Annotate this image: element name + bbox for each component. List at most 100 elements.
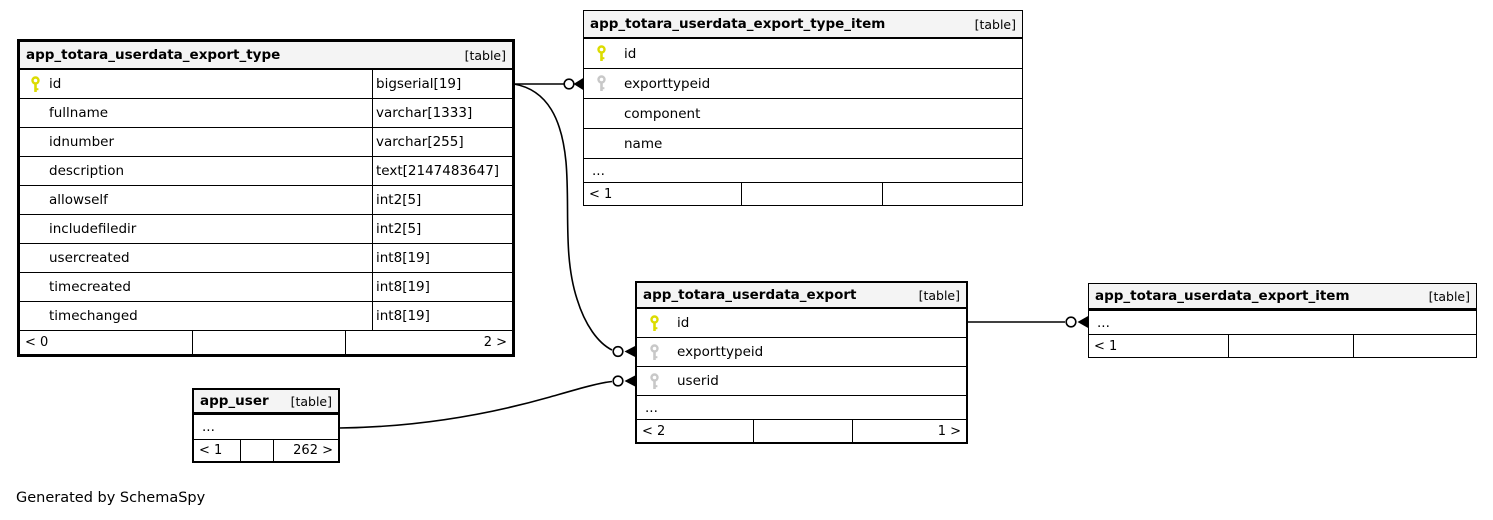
footer-middle-cell <box>1228 335 1353 357</box>
footer-children-count: 262 > <box>273 440 338 461</box>
no-key-spacer <box>596 135 607 152</box>
column-row: timechanged int8[19] <box>20 301 512 330</box>
column-type: text[2147483647] <box>372 157 512 185</box>
table-type-tag: [table] <box>918 287 960 303</box>
column-row: id bigserial[19] <box>20 70 512 98</box>
table-app-totara-userdata-export-type: app_totara_userdata_export_type [table] … <box>17 39 515 357</box>
column-name: component <box>624 105 701 122</box>
column-type: bigserial[19] <box>372 70 512 98</box>
footer-children-count: 1 > <box>852 420 966 442</box>
column-name: userid <box>677 373 719 389</box>
column-name: id <box>677 315 690 331</box>
table-title-link[interactable]: app_totara_userdata_export <box>643 287 857 303</box>
table-type-tag: [table] <box>290 393 332 409</box>
column-row: userid <box>637 366 966 395</box>
table-footer: < 1 <box>1089 334 1476 357</box>
table-title-link[interactable]: app_totara_userdata_export_type <box>26 47 281 63</box>
column-type: varchar[1333] <box>372 99 512 127</box>
footer-middle-cell <box>741 183 882 205</box>
footer-middle-cell <box>192 331 345 354</box>
column-row: exporttypeid <box>637 337 966 366</box>
column-row: id <box>637 309 966 337</box>
column-name: exporttypeid <box>624 75 711 92</box>
primary-key-icon <box>649 314 660 332</box>
table-header: app_totara_userdata_export_type [table] <box>20 42 512 70</box>
column-name: fullname <box>49 105 109 121</box>
table-type-tag: [table] <box>464 47 506 63</box>
column-name: name <box>624 135 663 152</box>
column-name: timechanged <box>49 308 138 324</box>
column-row: allowself int2[5] <box>20 185 512 214</box>
footer-parents-count: < 2 <box>642 423 666 439</box>
column-row: includefiledir int2[5] <box>20 214 512 243</box>
column-row: timecreated int8[19] <box>20 272 512 301</box>
table-header: app_totara_userdata_export [table] <box>637 283 966 309</box>
column-name: includefiledir <box>49 221 137 237</box>
foreign-key-icon <box>596 75 607 92</box>
table-app-totara-userdata-export-item: app_totara_userdata_export_item [table] … <box>1088 283 1477 358</box>
column-name: id <box>49 76 62 92</box>
relation-app-user-to-export <box>338 374 637 429</box>
more-columns-ellipsis: ... <box>637 395 966 419</box>
more-columns-ellipsis: ... <box>1089 310 1476 334</box>
column-name: description <box>49 163 125 179</box>
table-app-user: app_user [table] ... < 1 262 > <box>192 388 340 463</box>
column-name: usercreated <box>49 250 130 266</box>
column-row: idnumber varchar[255] <box>20 127 512 156</box>
table-title-link[interactable]: app_totara_userdata_export_item <box>1095 288 1350 304</box>
no-key-spacer <box>30 221 41 238</box>
footer-children-count <box>1353 335 1476 357</box>
table-app-totara-userdata-export-type-item: app_totara_userdata_export_type_item [ta… <box>583 10 1023 206</box>
table-app-totara-userdata-export: app_totara_userdata_export [table] id ex… <box>635 281 968 444</box>
column-type: int8[19] <box>372 302 512 330</box>
table-title-link[interactable]: app_totara_userdata_export_type_item <box>590 16 886 32</box>
footer-children-count <box>882 183 1022 205</box>
footer-parents-count: < 1 <box>199 443 223 458</box>
generator-note: Generated by SchemaSpy <box>16 490 206 506</box>
table-header: app_user [table] <box>194 390 338 414</box>
relation-export-type-to-export <box>513 83 637 358</box>
column-type: int2[5] <box>372 215 512 243</box>
foreign-key-icon <box>649 372 660 390</box>
column-name: exporttypeid <box>677 344 764 360</box>
column-row: component <box>584 98 1022 128</box>
no-key-spacer <box>30 163 41 180</box>
primary-key-icon <box>30 75 41 93</box>
table-type-tag: [table] <box>974 16 1016 32</box>
footer-parents-count: < 1 <box>589 186 613 202</box>
table-footer: < 1 262 > <box>194 439 338 461</box>
no-key-spacer <box>30 250 41 267</box>
table-footer: < 1 <box>584 182 1022 205</box>
table-footer: < 2 1 > <box>637 419 966 442</box>
column-row: description text[2147483647] <box>20 156 512 185</box>
relation-export-to-export-item <box>966 315 1089 329</box>
column-type: int8[19] <box>372 273 512 301</box>
column-row: exporttypeid <box>584 68 1022 98</box>
table-title-link[interactable]: app_user <box>200 393 269 409</box>
table-header: app_totara_userdata_export_type_item [ta… <box>584 11 1022 39</box>
no-key-spacer <box>30 134 41 151</box>
table-type-tag: [table] <box>1428 288 1470 304</box>
table-header: app_totara_userdata_export_item [table] <box>1089 284 1476 310</box>
no-key-spacer <box>30 105 41 122</box>
primary-key-icon <box>596 45 607 62</box>
foreign-key-icon <box>649 343 660 361</box>
column-type: varchar[255] <box>372 128 512 156</box>
column-name: id <box>624 45 637 62</box>
column-type: int8[19] <box>372 244 512 272</box>
more-columns-ellipsis: ... <box>584 158 1022 182</box>
no-key-spacer <box>596 105 607 122</box>
column-row: name <box>584 128 1022 158</box>
column-type: int2[5] <box>372 186 512 214</box>
relation-export-type-to-type-item <box>513 77 584 91</box>
footer-middle-cell <box>753 420 852 442</box>
column-row: usercreated int8[19] <box>20 243 512 272</box>
footer-middle-cell <box>240 440 273 461</box>
column-name: timecreated <box>49 279 131 295</box>
column-name: allowself <box>49 192 108 208</box>
footer-children-count: 2 > <box>345 331 512 354</box>
no-key-spacer <box>30 308 41 325</box>
table-footer: < 0 2 > <box>20 330 512 354</box>
